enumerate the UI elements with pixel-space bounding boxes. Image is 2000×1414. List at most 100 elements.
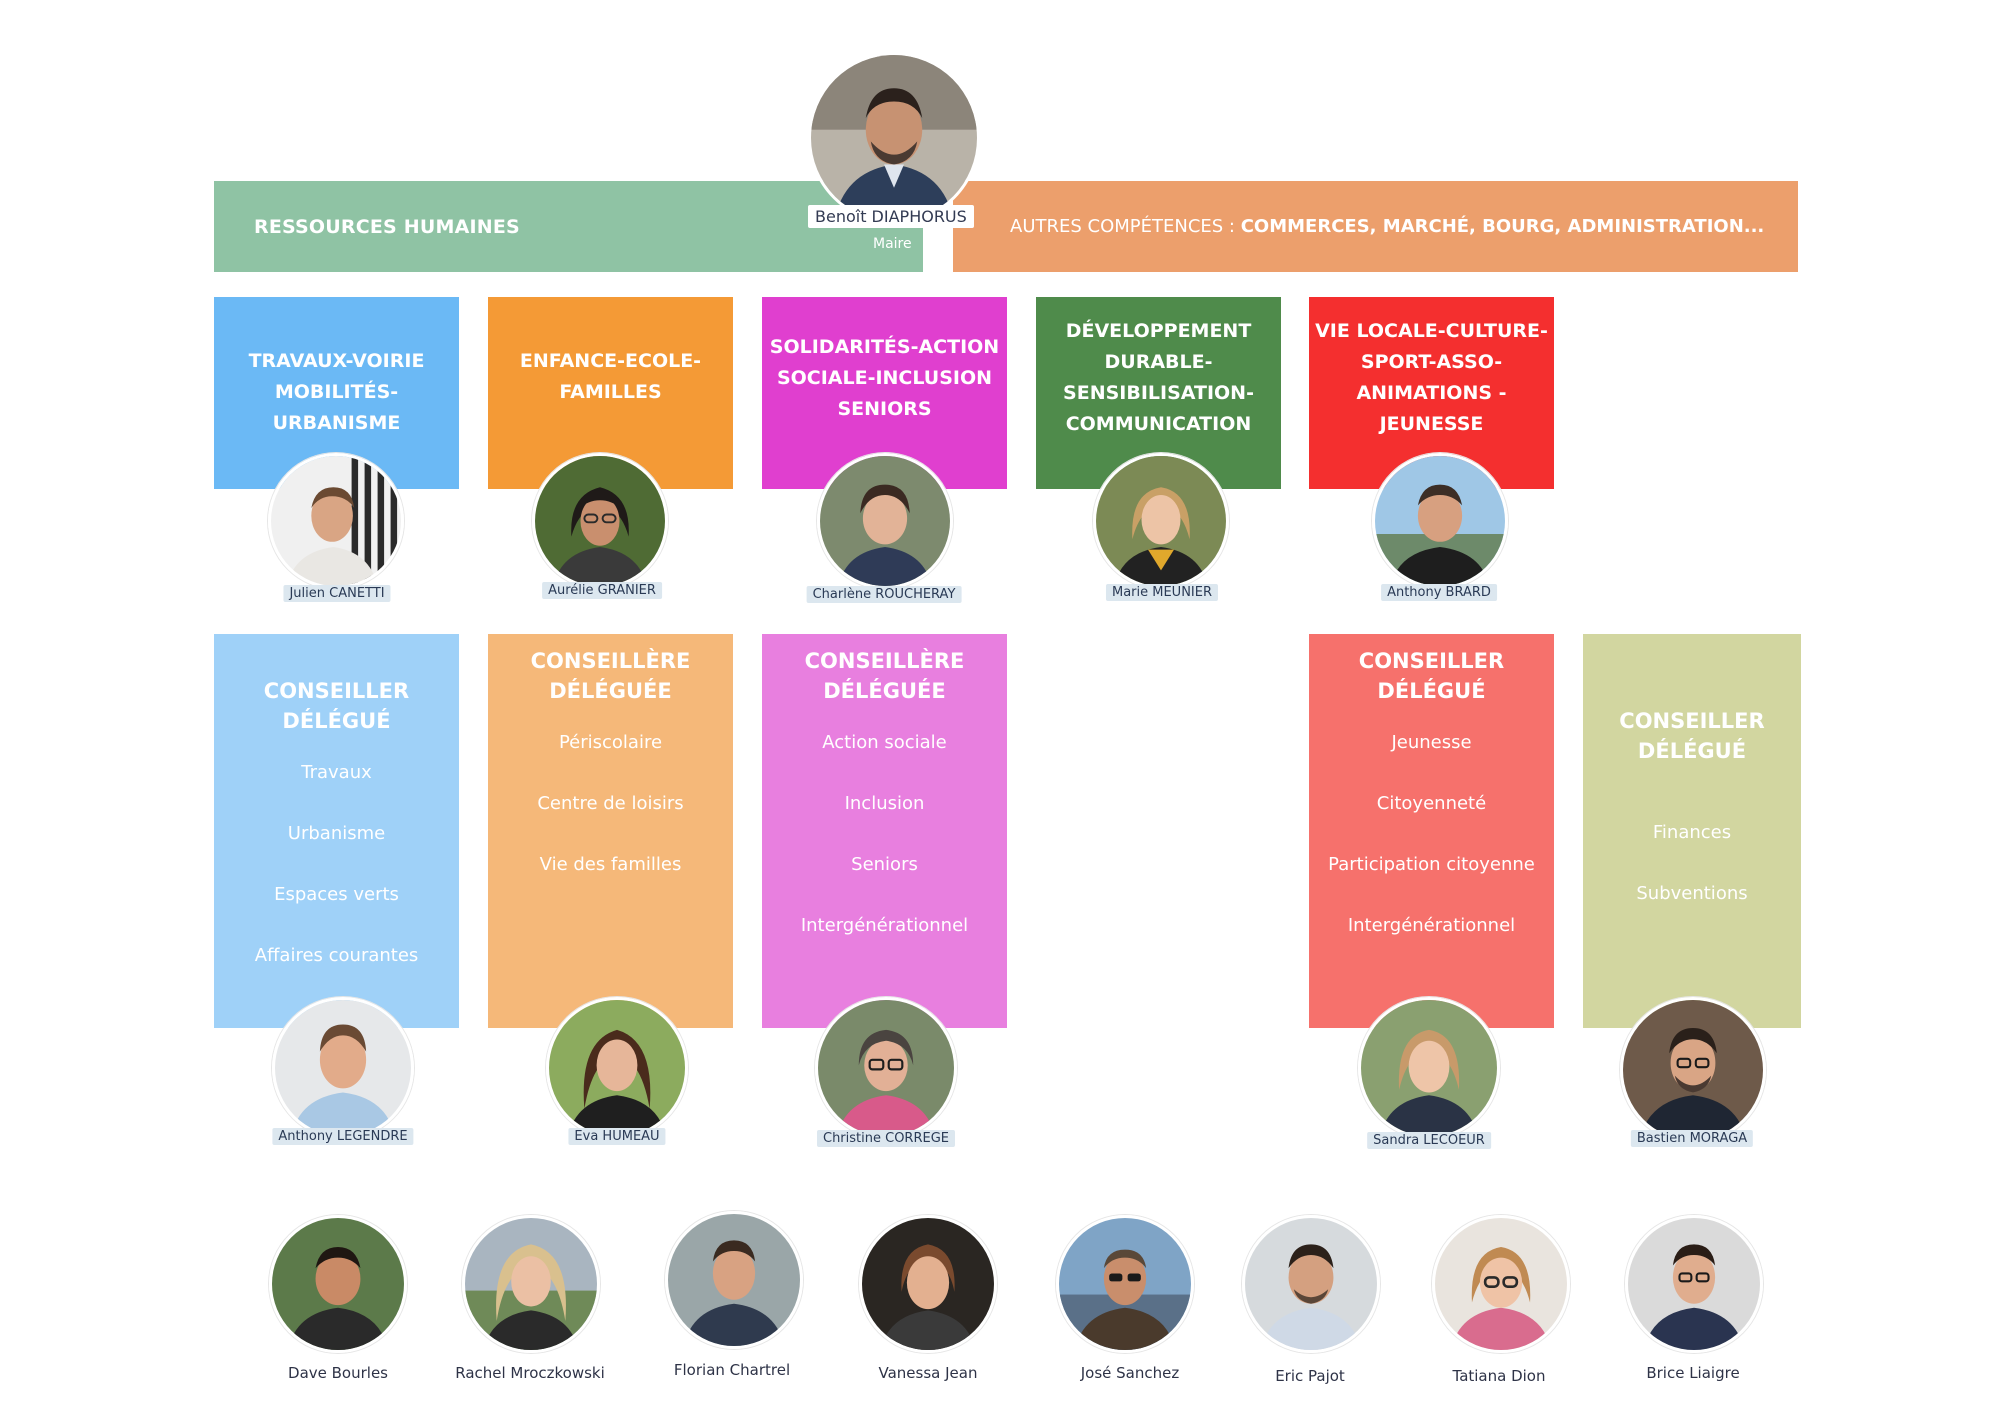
delegate-list: Finances Subventions [1583, 802, 1801, 924]
delegate-title: CONSEILLER DÉLÉGUÉ [263, 679, 410, 733]
person-portrait-icon [275, 1000, 411, 1136]
adjoint-title: ENFANCE-ECOLE- FAMILLES [519, 350, 702, 403]
other-skills-band: AUTRES COMPÉTENCES : COMMERCES, MARCHÉ, … [953, 181, 1798, 272]
member-photo [1242, 1215, 1380, 1353]
adjoint-photo [817, 453, 953, 589]
other-skills-text: AUTRES COMPÉTENCES : COMMERCES, MARCHÉ, … [1010, 216, 1764, 237]
mayor-photo [808, 52, 980, 224]
adjoint-box-enfance: ENFANCE-ECOLE- FAMILLES [488, 297, 733, 489]
adjoint-name-tag: Marie MEUNIER [1105, 584, 1219, 601]
adjoint-photo [268, 453, 404, 589]
hr-band-title: RESSOURCES HUMAINES [254, 215, 520, 238]
person-portrait-icon [1435, 1218, 1567, 1350]
person-portrait-icon [1059, 1218, 1191, 1350]
delegate-item: Vie des familles [539, 854, 682, 875]
member-photo [859, 1215, 997, 1353]
mayor-name: Benoît DIAPHORUS [808, 205, 974, 228]
delegate-item: Subventions [1636, 883, 1748, 904]
person-portrait-icon [535, 456, 665, 586]
person-portrait-icon [1628, 1218, 1760, 1350]
delegate-name-tag: Eva HUMEAU [568, 1128, 666, 1145]
adjoint-box-travaux: TRAVAUX-VOIRIE MOBILITÉS-URBANISME [214, 297, 459, 489]
delegate-item: Urbanisme [287, 823, 386, 844]
person-portrait-icon [668, 1214, 800, 1346]
member-photo [1432, 1215, 1570, 1353]
delegate-item: Intergénérationnel [1347, 915, 1516, 936]
delegate-name-tag: Sandra LECOEUR [1367, 1132, 1491, 1149]
member-name: Tatiana Dion [1452, 1367, 1546, 1385]
delegate-title: CONSEILLÈRE DÉLÉGUÉE [804, 649, 965, 703]
delegate-item: Centre de loisirs [537, 793, 684, 814]
member-name: Brice Liaigre [1646, 1364, 1740, 1382]
delegate-item: Affaires courantes [254, 945, 419, 966]
delegate-title: CONSEILLÈRE DÉLÉGUÉE [530, 649, 691, 703]
delegate-photo [815, 997, 957, 1139]
adjoint-photo [1093, 453, 1229, 589]
delegate-item: Seniors [851, 854, 918, 875]
member-name: Florian Chartrel [673, 1361, 791, 1379]
member-photo [462, 1215, 600, 1353]
person-portrait-icon [465, 1218, 597, 1350]
delegate-box-finances: CONSEILLER DÉLÉGUÉ Finances Subventions [1583, 634, 1801, 1028]
member-name: Rachel Mroczkowski [455, 1364, 605, 1382]
delegate-item: Citoyenneté [1376, 793, 1487, 814]
other-skills-prefix: AUTRES COMPÉTENCES : [1010, 216, 1241, 237]
person-portrait-icon [862, 1218, 994, 1350]
member-name: José Sanchez [1080, 1364, 1180, 1382]
adjoint-photo [532, 453, 668, 589]
delegate-list: Périscolaire Centre de loisirs Vie des f… [488, 712, 733, 895]
delegate-name-tag: Anthony LEGENDRE [272, 1128, 414, 1145]
delegate-list: Action sociale Inclusion Seniors Intergé… [762, 712, 1007, 956]
person-portrait-icon [1361, 1000, 1497, 1136]
delegate-list: Jeunesse Citoyenneté Participation citoy… [1309, 712, 1554, 956]
delegate-item: Travaux [301, 762, 372, 783]
delegate-item: Jeunesse [1391, 732, 1472, 753]
member-name: Dave Bourles [288, 1364, 388, 1382]
delegate-photo [546, 997, 688, 1139]
person-portrait-icon [272, 1218, 404, 1350]
member-photo [269, 1215, 407, 1353]
hr-band: RESSOURCES HUMAINES [214, 181, 923, 272]
person-portrait-icon [1375, 456, 1505, 586]
other-skills-list: COMMERCES, MARCHÉ, BOURG, ADMINISTRATION… [1240, 216, 1765, 237]
person-portrait-icon [1623, 1000, 1763, 1140]
adjoint-photo [1372, 453, 1508, 589]
member-photo [1625, 1215, 1763, 1353]
delegate-item: Espaces verts [274, 884, 399, 905]
member-name: Vanessa Jean [878, 1364, 978, 1382]
delegate-box-travaux: CONSEILLER DÉLÉGUÉ Travaux Urbanisme Esp… [214, 634, 459, 1028]
adjoint-title: TRAVAUX-VOIRIE MOBILITÉS-URBANISME [248, 350, 425, 434]
person-portrait-icon [1096, 456, 1226, 586]
delegate-item: Inclusion [844, 793, 925, 814]
delegate-photo [1620, 997, 1766, 1143]
delegate-item: Participation citoyenne [1328, 854, 1535, 875]
delegate-item: Finances [1652, 822, 1732, 843]
mayor-portrait-icon [811, 55, 977, 221]
person-portrait-icon [1245, 1218, 1377, 1350]
delegate-item: Intergénérationnel [800, 915, 969, 936]
mayor-role: Maire [873, 236, 912, 252]
person-portrait-icon [549, 1000, 685, 1136]
adjoint-name-tag: Julien CANETTI [283, 585, 391, 602]
delegate-item: Périscolaire [558, 732, 663, 753]
member-name: Eric Pajot [1275, 1367, 1345, 1385]
member-photo [665, 1211, 803, 1349]
delegate-box-enfance: CONSEILLÈRE DÉLÉGUÉE Périscolaire Centre… [488, 634, 733, 1028]
delegate-title: CONSEILLER DÉLÉGUÉ [1619, 709, 1765, 763]
delegate-item: Action sociale [822, 732, 947, 753]
adjoint-name-tag: Anthony BRARD [1381, 584, 1497, 601]
delegate-title: CONSEILLER DÉLÉGUÉ [1358, 649, 1505, 703]
adjoint-title: DÉVELOPPEMENT DURABLE- SENSIBILISATION- … [1063, 320, 1254, 435]
adjoint-title: SOLIDARITÉS-ACTION SOCIALE-INCLUSION SEN… [769, 336, 1000, 420]
member-photo [1056, 1215, 1194, 1353]
adjoint-title: VIE LOCALE-CULTURE- SPORT-ASSO- ANIMATIO… [1315, 320, 1548, 435]
delegate-box-solidarites: CONSEILLÈRE DÉLÉGUÉE Action sociale Incl… [762, 634, 1007, 1028]
delegate-photo [272, 997, 414, 1139]
delegate-list: Travaux Urbanisme Espaces verts Affaires… [214, 742, 459, 986]
delegate-name-tag: Christine CORREGE [816, 1130, 956, 1147]
delegate-photo [1358, 997, 1500, 1139]
delegate-box-jeunesse: CONSEILLER DÉLÉGUÉ Jeunesse Citoyenneté … [1309, 634, 1554, 1028]
person-portrait-icon [271, 456, 401, 586]
person-portrait-icon [820, 456, 950, 586]
